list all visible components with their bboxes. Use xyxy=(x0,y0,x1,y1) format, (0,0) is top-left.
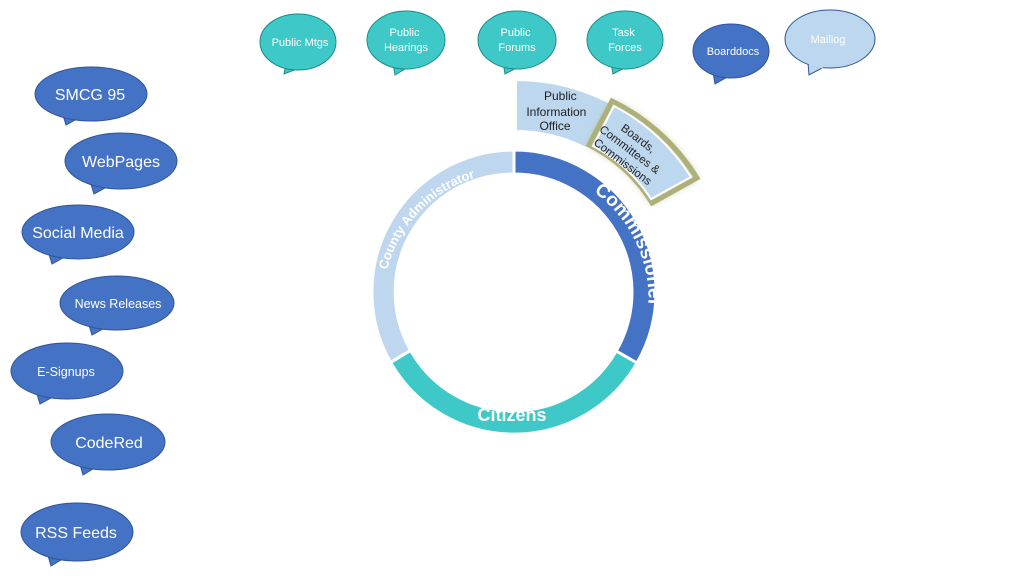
bubble-task-forces-line-2: Forces xyxy=(608,42,642,54)
bubble-task-forces-line-1: Task xyxy=(612,27,635,39)
bubble-e-signups-label: E-Signups xyxy=(37,365,95,379)
bubble-task-forces: Task Forces xyxy=(586,10,664,75)
bubble-news-releases-label: News Releases xyxy=(75,297,162,311)
bubble-public-mtgs-label: Public Mtgs xyxy=(272,37,329,49)
public-information-office: Public Information Office xyxy=(515,78,612,150)
bubble-public-mtgs: Public Mtgs xyxy=(259,13,337,75)
bubble-e-signups: E-Signups xyxy=(10,342,124,405)
bubble-social-media-label: Social Media xyxy=(32,225,124,242)
citizens-label: Citizens xyxy=(477,405,546,425)
bubble-codered: CodeRed xyxy=(50,413,166,476)
bubble-public-hearings: Public Hearings xyxy=(366,10,446,76)
bubble-maillog: Maillog xyxy=(784,9,876,76)
bubble-maillog-label: Maillog xyxy=(811,34,846,46)
ring-segment-citizens xyxy=(388,348,640,436)
svg-text:Public Forums: Public Forums xyxy=(498,27,536,54)
bubble-codered-label: CodeRed xyxy=(75,435,143,452)
bubble-webpages-label: WebPages xyxy=(82,154,160,171)
bubble-rss-feeds-label: RSS Feeds xyxy=(35,525,117,542)
bubble-smcg-95-label: SMCG 95 xyxy=(55,87,125,104)
svg-text:Public Information: Public Information Office xyxy=(526,89,589,133)
bubble-social-media: Social Media xyxy=(21,204,135,265)
pio-line-2: Information xyxy=(526,105,586,119)
svg-text:Task Forces: Task Forces xyxy=(608,27,642,54)
bubble-boarddocs: Boarddocs xyxy=(692,23,770,85)
bubble-public-hearings-line-1: Public xyxy=(389,27,419,39)
bubble-public-forums: Public Forums xyxy=(477,10,557,75)
bubble-smcg-95: SMCG 95 xyxy=(34,66,148,126)
bubble-public-forums-line-2: Forums xyxy=(498,42,536,54)
bubble-news-releases: News Releases xyxy=(59,275,175,336)
bubble-webpages: WebPages xyxy=(64,132,178,195)
bubble-public-forums-line-1: Public xyxy=(500,27,530,39)
pio-line-1: Public xyxy=(544,89,577,103)
svg-text:Public Hearings: Public Hearings xyxy=(384,27,429,54)
bubble-boarddocs-label: Boarddocs xyxy=(707,46,760,58)
bubble-rss-feeds: RSS Feeds xyxy=(20,502,134,567)
bubble-public-hearings-line-2: Hearings xyxy=(384,42,429,54)
pio-line-3: Office xyxy=(539,119,570,133)
